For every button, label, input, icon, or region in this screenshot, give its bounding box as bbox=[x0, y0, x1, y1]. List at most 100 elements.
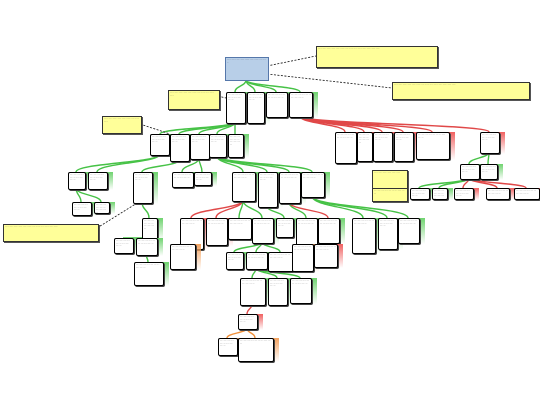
support-glow bbox=[240, 134, 249, 158]
argument-node[interactable]: ..... ...... ..... ...... ..... .... ...… bbox=[480, 164, 498, 180]
argument-node[interactable]: ..... ...... ..... ...... ..... .... ...… bbox=[378, 218, 398, 250]
argument-node[interactable]: ..... ...... ..... ...... ..... .... ...… bbox=[170, 134, 190, 162]
argument-node[interactable]: ..... ...... ..... ...... ..... .... ...… bbox=[266, 92, 288, 118]
support-glow bbox=[308, 278, 317, 304]
argument-node[interactable]: ..... ...... ..... ...... ..... .... ...… bbox=[94, 202, 110, 214]
support-link bbox=[198, 157, 203, 173]
argument-node[interactable]: ..... ...... ..... ...... ..... .... ...… bbox=[373, 132, 393, 162]
annotation-link bbox=[96, 199, 143, 229]
argument-node[interactable]: ..... ...... ..... ...... ..... .... ...… bbox=[240, 278, 266, 306]
argument-node[interactable]: ..... ...... ..... ...... ..... .... ...… bbox=[410, 188, 430, 200]
argument-node[interactable]: ..... ...... ..... ...... ..... .... ...… bbox=[172, 172, 194, 188]
argument-node[interactable]: ..... ...... ..... ...... ..... .... ...… bbox=[292, 244, 314, 272]
support-glow bbox=[88, 202, 97, 216]
argument-node-text: ..... ...... ..... ...... ..... .... ...… bbox=[374, 190, 405, 195]
argument-node-text: ..... ...... ..... ...... ..... .... ...… bbox=[228, 94, 242, 102]
annotation-note[interactable]: ....... ....... ....... ....... ....... … bbox=[102, 116, 142, 134]
argument-node[interactable]: ..... ...... ..... ...... ..... .... ...… bbox=[72, 202, 92, 216]
argument-node[interactable]: ..... ...... ..... ...... ..... .... ...… bbox=[228, 134, 244, 158]
argument-node[interactable]: ..... ...... ..... ...... ..... .... ...… bbox=[228, 218, 252, 240]
argument-node[interactable]: ..... ...... ..... ...... ..... .... ...… bbox=[150, 134, 170, 156]
argument-node[interactable]: ..... ...... ..... ...... ..... .... ...… bbox=[134, 262, 164, 286]
argument-node-text: ..... ...... ..... ...... ..... .... ...… bbox=[211, 136, 225, 144]
argument-node[interactable]: ..... ...... ..... ...... ..... .... ...… bbox=[114, 238, 134, 254]
argument-node[interactable]: ..... ...... ..... ...... ..... .... ...… bbox=[238, 338, 274, 362]
argument-node-text: ..... ...... ..... ...... ..... .... ...… bbox=[249, 94, 263, 102]
argument-node[interactable]: ..... ...... ..... ...... ..... .... ...… bbox=[514, 188, 540, 200]
support-glow bbox=[192, 244, 201, 270]
argument-node[interactable]: ..... ...... ..... ...... ..... .... ...… bbox=[372, 188, 408, 202]
annotation-note[interactable]: ....... ....... ....... ....... ....... … bbox=[316, 46, 438, 68]
argument-node[interactable]: ..... ...... ..... ...... ..... .... ...… bbox=[394, 132, 414, 162]
argument-node[interactable]: ..... ...... ..... ...... ..... .... ...… bbox=[190, 134, 210, 160]
argument-node[interactable]: ..... ...... ..... ...... ..... .... ...… bbox=[68, 172, 86, 190]
annotation-note[interactable]: ....... ....... ....... ....... ....... … bbox=[3, 224, 99, 242]
argument-node[interactable]: ..... ...... ..... ...... ..... .... ...… bbox=[246, 252, 268, 270]
argument-node[interactable]: ..... ...... ..... ...... ..... .... ...… bbox=[290, 278, 312, 304]
argument-node-text: ..... ...... ..... ...... ..... .... ...… bbox=[292, 280, 310, 285]
argument-node[interactable]: ..... ...... ..... ...... ..... .... ...… bbox=[486, 188, 510, 200]
argument-node[interactable]: ..... ...... ..... ...... ..... .... ...… bbox=[460, 164, 480, 180]
argument-node-text: ..... ...... ..... ...... ..... .... ...… bbox=[90, 174, 104, 182]
argument-node[interactable]: ..... ...... ..... ...... ..... .... ...… bbox=[268, 278, 288, 306]
argument-node[interactable]: ..... ...... ..... ...... ..... .... ...… bbox=[133, 172, 153, 204]
argument-node-text: ..... ...... ..... ...... ..... .... ...… bbox=[298, 220, 316, 225]
argument-node-text: ..... ...... ..... ...... ..... .... ...… bbox=[74, 204, 88, 212]
argument-node[interactable]: ..... ...... ..... ...... ..... .... ...… bbox=[268, 252, 294, 272]
argument-node[interactable]: ..... ...... ..... ...... ..... .... ...… bbox=[357, 132, 373, 162]
root-claim-node[interactable]: ........ ........ ..... ....... ........… bbox=[225, 57, 269, 81]
support-link bbox=[75, 187, 102, 203]
argument-node[interactable]: ..... ...... ..... ...... ..... .... ...… bbox=[136, 238, 158, 256]
argument-node[interactable]: ..... ...... ..... ...... ..... .... ...… bbox=[238, 314, 258, 330]
support-glow bbox=[270, 218, 279, 244]
support-glow bbox=[444, 188, 453, 200]
argument-node-text: ..... ...... ..... ...... ..... .... ...… bbox=[136, 264, 160, 269]
argument-node[interactable]: ..... ...... ..... ...... ..... .... ...… bbox=[314, 244, 338, 268]
argument-node-text: ..... ...... ..... ...... ..... .... ...… bbox=[270, 280, 284, 288]
argument-node[interactable]: ..... ...... ..... ...... ..... .... ...… bbox=[142, 218, 158, 240]
argument-node[interactable]: ..... ...... ..... ...... ..... .... ...… bbox=[247, 92, 265, 124]
argument-node[interactable]: ..... ...... ..... ...... ..... .... ...… bbox=[226, 92, 246, 124]
argument-node[interactable]: ..... ...... ..... ...... ..... .... ...… bbox=[352, 218, 376, 254]
annotation-note[interactable]: ....... ....... ....... ....... ....... … bbox=[392, 82, 530, 100]
support-glow bbox=[372, 218, 381, 254]
argument-node[interactable]: ..... ...... ..... ...... ..... .... ...… bbox=[88, 172, 108, 190]
argument-node-text: ..... ...... ..... ...... ..... .... ...… bbox=[96, 204, 107, 214]
argument-node-text: ..... ...... ..... ...... ..... .... ...… bbox=[240, 316, 254, 324]
support-glow bbox=[446, 132, 455, 160]
argument-node[interactable]: ..... ...... ..... ...... ..... .... ...… bbox=[432, 188, 448, 200]
argument-node[interactable]: ..... ...... ..... ...... ..... .... ...… bbox=[218, 338, 238, 356]
argument-node-text: ..... ...... ..... ...... ..... .... ...… bbox=[482, 166, 496, 174]
argument-node[interactable]: ..... ...... ..... ...... ..... .... ...… bbox=[258, 172, 278, 208]
argument-node[interactable]: ..... ...... ..... ...... ..... .... ...… bbox=[301, 172, 325, 198]
argument-node[interactable]: ..... ...... ..... ...... ..... .... ...… bbox=[252, 218, 274, 244]
support-link bbox=[141, 201, 150, 219]
argument-node[interactable]: ..... ...... ..... ...... ..... .... ...… bbox=[289, 92, 313, 118]
argument-node[interactable]: ..... ...... ..... ...... ..... .... ...… bbox=[209, 134, 227, 158]
argument-node-text: ..... ...... ..... ...... ..... .... ...… bbox=[400, 220, 418, 225]
argument-node[interactable]: ..... ...... ..... ...... ..... .... ...… bbox=[232, 172, 256, 202]
support-glow bbox=[290, 218, 299, 238]
argument-node-text: ..... ...... ..... ...... ..... .... ...… bbox=[396, 134, 410, 142]
argument-node[interactable]: ..... ...... ..... ...... ..... .... ...… bbox=[206, 218, 228, 246]
argument-node[interactable]: ..... ...... ..... ...... ..... .... ...… bbox=[226, 252, 244, 270]
argument-node[interactable]: ..... ...... ..... ...... ..... .... ...… bbox=[318, 218, 340, 244]
argument-node[interactable]: ..... ...... ..... ...... ..... .... ...… bbox=[279, 172, 301, 204]
support-glow bbox=[208, 172, 217, 186]
support-glow bbox=[223, 134, 232, 158]
argument-node-text: ..... ...... ..... ...... ..... .... ...… bbox=[281, 174, 299, 179]
argument-node[interactable]: ..... ...... ..... ...... ..... .... ...… bbox=[194, 172, 212, 186]
support-glow bbox=[284, 278, 293, 306]
argument-node-text: ..... ...... ..... ...... ..... .... ...… bbox=[172, 136, 186, 144]
annotation-note[interactable]: ....... ....... ....... ....... ....... … bbox=[168, 90, 220, 110]
argument-node[interactable]: ..... ...... ..... ...... ..... .... ...… bbox=[416, 132, 450, 160]
argument-node-text: ..... ...... ..... ...... ..... .... ...… bbox=[138, 240, 156, 245]
argument-node[interactable]: ..... ...... ..... ...... ..... .... ...… bbox=[454, 188, 474, 200]
argument-node[interactable]: ..... ...... ..... ...... ..... .... ...… bbox=[335, 132, 357, 164]
argument-node[interactable]: ..... ...... ..... ...... ..... .... ...… bbox=[170, 244, 196, 270]
argument-node[interactable]: ..... ...... ..... ...... ..... .... ...… bbox=[276, 218, 294, 238]
argument-node[interactable]: ..... ...... ..... ...... ..... .... ...… bbox=[480, 132, 500, 154]
support-glow bbox=[416, 218, 425, 244]
argument-node[interactable]: ..... ...... ..... ...... ..... .... ...… bbox=[398, 218, 420, 244]
